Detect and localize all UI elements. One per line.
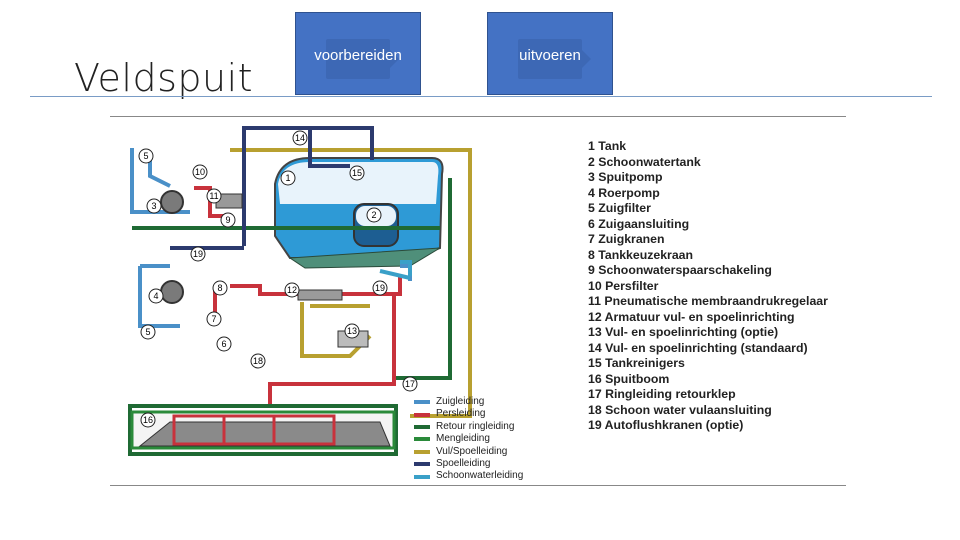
- component-legend-item: 16 Spuitboom: [588, 371, 670, 386]
- spray-pump: [160, 190, 184, 214]
- component-legend-item: 1 Tank: [588, 139, 627, 153]
- svg-text:14: 14: [295, 133, 305, 143]
- line-swatch: [414, 449, 430, 454]
- component-legend-item: 13 Vul- en spoelinrichting (optie): [588, 325, 779, 339]
- svg-text:9: 9: [225, 215, 230, 225]
- sprayer-schematic: 1 2 3 4 5 5 6 7 8 9 10 11 12 13 14 15 16…: [128, 126, 472, 456]
- component-legend-item: 19 Autoflushkranen (optie): [588, 418, 744, 432]
- slide-title: Veldspuit: [74, 56, 254, 100]
- line-legend-label: Mengleiding: [436, 433, 490, 445]
- line-legend-item: Schoonwaterleiding: [414, 470, 523, 482]
- prepare-button-label: voorbereiden: [314, 47, 402, 64]
- line-legend-label: Spoelleiding: [436, 458, 491, 470]
- line-legend-label: Schoonwaterleiding: [436, 470, 524, 482]
- line-legend-label: Retour ringleiding: [436, 420, 515, 432]
- rinse-lines: [170, 126, 374, 250]
- line-legend-item: Mengleiding: [414, 433, 523, 445]
- component-markers: 1 2 3 4 5 5 6 7 8 9 10 11 12 13 14 15 16…: [138, 130, 418, 428]
- line-legend-item: Persleiding: [414, 408, 523, 420]
- svg-text:16: 16: [143, 415, 153, 425]
- line-swatch: [414, 412, 430, 417]
- component-legend-item: 2 Schoonwatertank: [588, 154, 701, 169]
- svg-text:19: 19: [375, 283, 385, 293]
- component-legend-item: 4 Roerpomp: [588, 185, 660, 200]
- execute-button[interactable]: uitvoeren: [487, 12, 613, 95]
- action-arrow-icon: [518, 39, 591, 79]
- svg-text:2: 2: [371, 210, 376, 220]
- component-legend-item: 7 Zuigkranen: [588, 232, 665, 246]
- component-legend-item: 5 Zuigfilter: [588, 201, 651, 215]
- manifold: [297, 289, 343, 301]
- component-legend-item: 10 Persfilter: [588, 278, 659, 293]
- svg-text:15: 15: [352, 168, 362, 178]
- svg-text:3: 3: [151, 201, 156, 211]
- line-legend-item: Spoelleiding: [414, 458, 523, 470]
- title-divider: [30, 96, 932, 97]
- svg-text:8: 8: [217, 283, 222, 293]
- line-swatch: [414, 474, 430, 479]
- line-legend-label: Vul/Spoelleiding: [436, 445, 508, 457]
- svg-text:12: 12: [287, 285, 297, 295]
- line-legend-label: Persleiding: [436, 408, 486, 420]
- svg-text:6: 6: [221, 339, 226, 349]
- component-legend-item: 17 Ringleiding retourklep: [588, 387, 736, 401]
- line-legend-label: Zuigleiding: [436, 396, 485, 407]
- line-swatch: [414, 425, 430, 430]
- svg-text:5: 5: [145, 327, 150, 337]
- svg-text:18: 18: [253, 356, 263, 366]
- component-legend-item: 12 Armatuur vul- en spoelinrichting: [588, 309, 795, 324]
- svg-text:1: 1: [285, 173, 290, 183]
- line-swatch: [414, 400, 430, 405]
- prepare-button[interactable]: voorbereiden: [295, 12, 421, 95]
- svg-text:5: 5: [143, 151, 148, 161]
- line-legend-item: Retour ringleiding: [414, 421, 523, 433]
- component-legend-item: 9 Schoonwaterspaarschakeling: [588, 263, 772, 277]
- line-legend-item: Vul/Spoelleiding: [414, 446, 523, 458]
- svg-text:13: 13: [347, 326, 357, 336]
- line-swatch: [414, 462, 430, 467]
- svg-text:19: 19: [193, 249, 203, 259]
- component-legend-item: 18 Schoon water vulaansluiting: [588, 402, 772, 417]
- clean-water-lines: [379, 260, 412, 280]
- action-arrow-icon: [326, 39, 399, 79]
- agitation-pump: [160, 280, 184, 304]
- component-legend-item: 11 Pneumatische membraandrukregelaar: [588, 294, 828, 308]
- svg-text:10: 10: [195, 167, 205, 177]
- component-legend-item: 6 Zuigaansluiting: [588, 216, 690, 231]
- svg-text:17: 17: [405, 379, 415, 389]
- component-legend-item: 3 Spuitpomp: [588, 170, 663, 184]
- figure-top-rule: [110, 116, 846, 117]
- component-legend-item: 8 Tankkeuzekraan: [588, 247, 694, 262]
- boom-sections: [172, 414, 336, 446]
- execute-button-label: uitvoeren: [519, 47, 581, 64]
- svg-text:7: 7: [211, 314, 216, 324]
- line-legend-item: Zuigleiding: [414, 396, 523, 408]
- component-legend-item: 14 Vul- en spoelinrichting (standaard): [588, 340, 808, 355]
- svg-text:4: 4: [153, 291, 158, 301]
- main-tank-top: [278, 162, 439, 204]
- svg-text:11: 11: [209, 191, 218, 201]
- figure-bottom-rule: [110, 485, 846, 486]
- component-legend-item: 15 Tankreinigers: [588, 356, 685, 370]
- line-swatch: [414, 437, 430, 442]
